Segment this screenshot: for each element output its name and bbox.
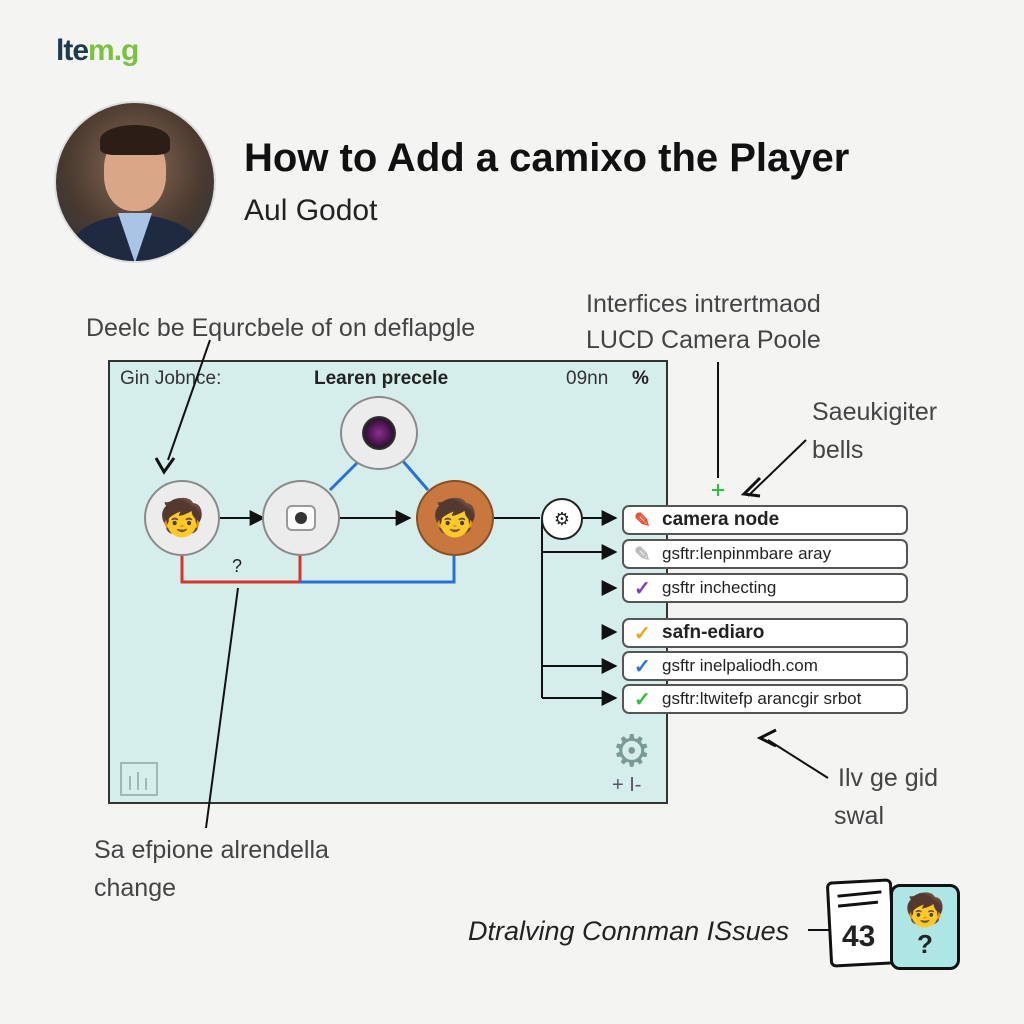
brand-logo: ltem.g xyxy=(56,34,139,68)
callout-bottom-right-line2: swal xyxy=(834,802,885,830)
callout-pointer-bottom-right xyxy=(767,739,829,779)
document-number: 43 xyxy=(842,920,876,953)
list-item-2[interactable]: ✎ gsftr:lenpinmbare aray xyxy=(622,539,908,569)
callout-pointer-bottom-left xyxy=(205,587,239,829)
callout-bottom-right-line1: Ilv ge gid xyxy=(838,764,939,792)
list-item-5[interactable]: ✓ gsftr inelpaliodh.com xyxy=(622,651,908,681)
list-item-label: gsftr:ltwitefp arancgir srbot xyxy=(662,689,862,708)
panel-question-mark: ? xyxy=(232,556,243,576)
chart-icon-bars xyxy=(129,772,147,790)
check-icon: ✓ xyxy=(634,655,651,678)
panel-percent: % xyxy=(632,368,649,389)
callout-bottom-left-line1: Sa efpione alrendella xyxy=(94,836,329,864)
callout-right-line2: bells xyxy=(812,436,864,464)
panel-center-label: Learen precele xyxy=(314,368,449,389)
list-item-camera-node[interactable]: ✎ camera node xyxy=(622,505,908,535)
player-icon: 🧒 xyxy=(905,892,945,928)
pencil-icon: ✎ xyxy=(634,543,651,566)
document-icon xyxy=(825,878,897,968)
callout-top-right-line2: LUCD Camera Poole xyxy=(586,326,821,354)
document-lines xyxy=(837,890,882,908)
check-icon: ✓ xyxy=(634,577,651,600)
list-item-6[interactable]: ✓ gsftr:ltwitefp arancgir srbot xyxy=(622,684,908,714)
panel-corner-controls[interactable]: + I- xyxy=(612,774,642,796)
player-icon: 🧒 xyxy=(159,497,205,538)
callout-pointer-right xyxy=(747,439,807,497)
help-question-mark: ? xyxy=(917,929,933,959)
player-target-node[interactable]: 🧒 xyxy=(416,480,494,556)
list-item-label: gsftr inelpaliodh.com xyxy=(662,656,818,675)
page-title: How to Add a camixo the Player xyxy=(244,136,850,180)
camera-node-small[interactable] xyxy=(262,480,340,556)
hub-icon: ⚙ xyxy=(553,508,571,529)
panel-right-label: 09nn xyxy=(566,368,609,389)
callout-top-left: Deelc be Equrcbele of on deflapgle xyxy=(86,314,476,342)
player-icon: 🧒 xyxy=(432,497,478,538)
blue-link xyxy=(300,556,456,584)
blue-link-to-camera xyxy=(328,458,362,492)
check-icon: ✓ xyxy=(634,622,651,645)
camera-lens-node[interactable] xyxy=(340,396,418,470)
help-card[interactable]: 🧒 ? xyxy=(890,884,960,970)
lens-icon xyxy=(362,416,396,450)
callout-pointer-top-left xyxy=(167,339,211,461)
blue-link-from-camera xyxy=(400,459,430,491)
check-icon: ✓ xyxy=(634,688,651,711)
logo-text-a: lte xyxy=(56,34,89,67)
list-item-3[interactable]: ✓ gsftr inchecting xyxy=(622,573,908,603)
list-item-label: gsftr inchecting xyxy=(662,578,777,597)
callout-right-line1: Saeukigiter xyxy=(812,398,938,426)
list-item-label: gsftr:lenpinmbare aray xyxy=(662,544,832,563)
marker-v-right xyxy=(740,476,762,498)
camera-icon xyxy=(286,505,316,531)
callout-bottom-left-line2: change xyxy=(94,874,177,902)
player-node[interactable]: 🧒 xyxy=(144,480,220,556)
gear-icon[interactable]: ⚙ xyxy=(612,727,652,776)
red-link xyxy=(180,552,302,584)
footer-label: Dtralving Connman ISsues xyxy=(468,916,790,946)
author-avatar xyxy=(56,103,214,261)
list-item-4[interactable]: ✓ safn-ediaro xyxy=(622,618,908,648)
marker-v-bottom-right xyxy=(756,728,777,748)
logo-text-b: m.g xyxy=(88,34,139,67)
pencil-icon: ✎ xyxy=(634,509,651,532)
callout-top-right-line1: Interfices intrertmaod xyxy=(586,290,821,318)
marker-v-top-left xyxy=(154,457,176,475)
hub-node[interactable]: ⚙ xyxy=(541,498,583,540)
chart-icon[interactable] xyxy=(120,762,158,796)
page-subtitle: Aul Godot xyxy=(244,194,378,227)
panel-left-label: Gin Jobnce: xyxy=(120,368,222,389)
list-item-label: camera node xyxy=(662,509,780,530)
list-item-label: safn-ediaro xyxy=(662,622,765,643)
